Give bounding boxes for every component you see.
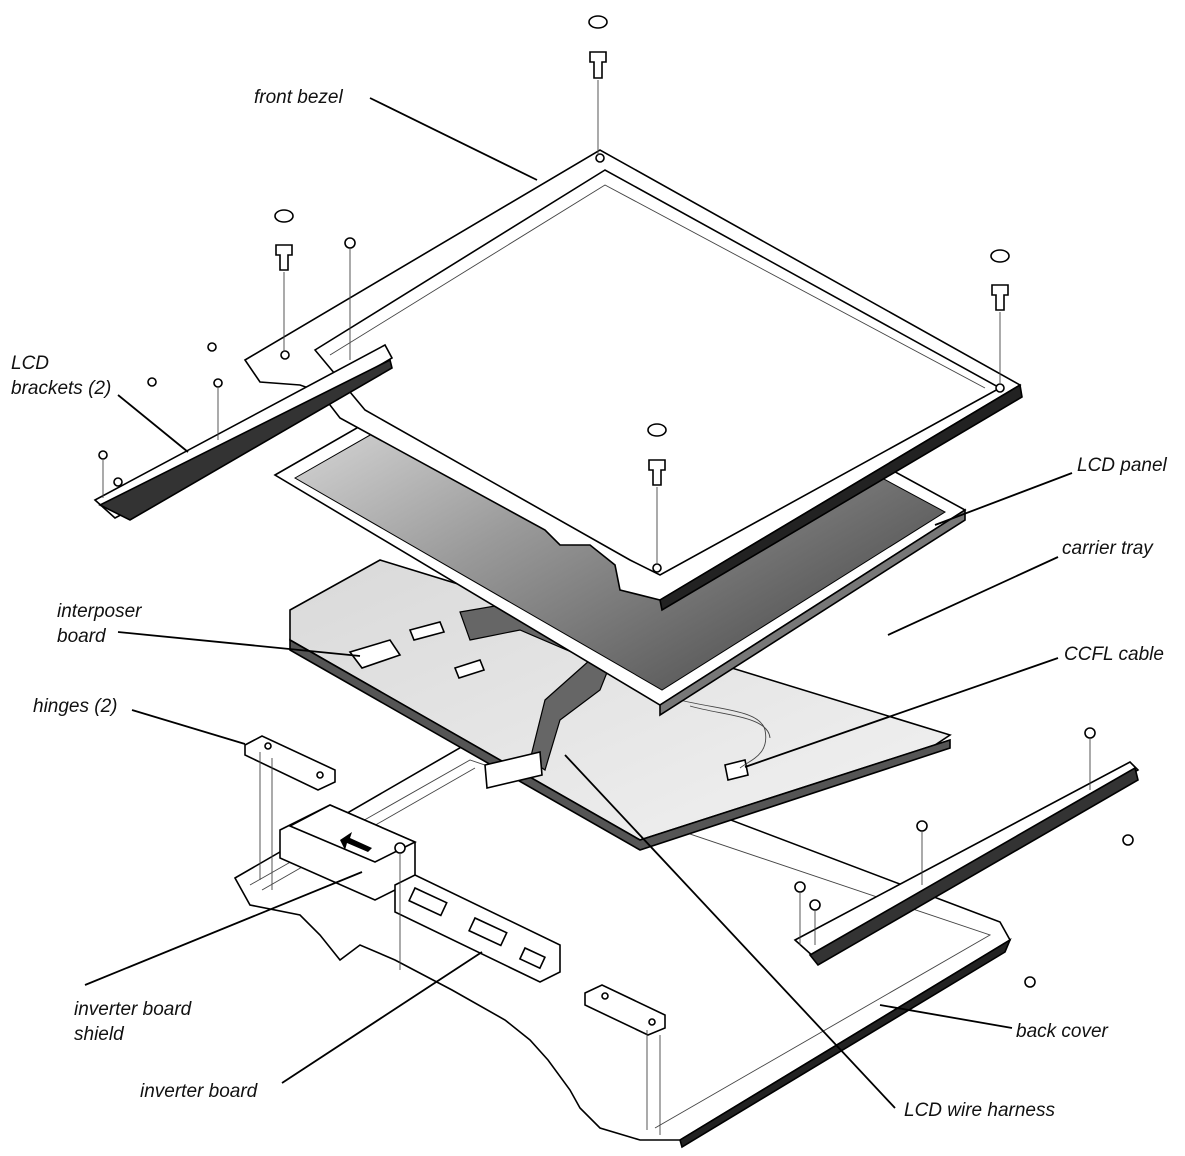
hinge-top	[244, 735, 336, 890]
screws	[274, 15, 1010, 970]
label-front-bezel: front bezel	[254, 87, 343, 108]
lcd-bracket-right	[793, 727, 1140, 988]
label-lcd-panel: LCD panel	[1077, 455, 1168, 476]
label-inverter-board: inverter board	[140, 1081, 259, 1102]
back-cover	[233, 740, 1012, 1149]
label-inverter-board-shield-line2: shield	[74, 1024, 125, 1045]
leader-lines	[84, 97, 1073, 1109]
inverter-board-shield	[279, 804, 417, 901]
hinge-bottom	[584, 984, 666, 1135]
label-carrier-tray: carrier tray	[1062, 538, 1154, 559]
inverter-board	[394, 874, 561, 983]
label-interposer-board-line1: interposer	[57, 601, 142, 622]
front-bezel	[243, 149, 1023, 612]
labels: front bezel LCD brackets (2) LCD panel c…	[11, 87, 1168, 1121]
label-hinges: hinges (2)	[33, 696, 118, 717]
label-interposer-board-line2: board	[57, 626, 107, 647]
label-lcd-brackets-line1: LCD	[11, 353, 49, 374]
label-ccfl-cable: CCFL cable	[1064, 644, 1164, 665]
label-inverter-board-shield-line1: inverter board	[74, 999, 193, 1020]
label-back-cover: back cover	[1016, 1021, 1109, 1042]
label-lcd-wire-harness: LCD wire harness	[904, 1100, 1055, 1121]
label-lcd-brackets-line2: brackets (2)	[11, 378, 111, 399]
lcd-bracket-left	[93, 342, 394, 521]
